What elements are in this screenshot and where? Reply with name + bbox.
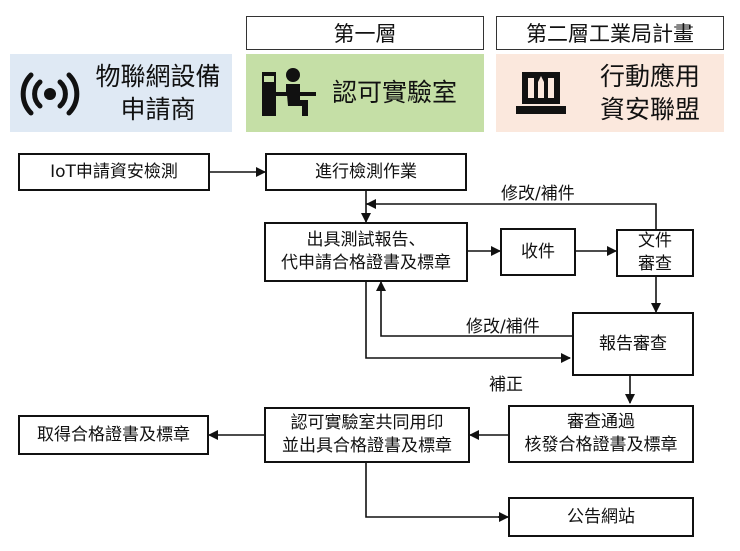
applicant-label: 物聯網設備 申請商: [95, 62, 221, 124]
applicant-panel: 物聯網設備 申請商: [10, 54, 232, 132]
radio-waves-icon: [18, 70, 82, 118]
website-box: 公告網站: [508, 497, 694, 537]
revise-top-label: 修改/補件: [501, 184, 575, 204]
receive-box: 收件: [500, 228, 576, 276]
tier2-header: 第二層工業局計畫: [496, 16, 724, 50]
alliance-panel: 行動應用 資安聯盟: [496, 54, 724, 132]
building-icon: [516, 68, 566, 118]
person-at-desk-icon: [260, 66, 318, 120]
tier1-header: 第一層: [246, 16, 484, 50]
co-seal-box: 認可實驗室共同用印 並出具合格證書及標章: [264, 407, 470, 463]
arrow-supplement: [365, 282, 564, 359]
lab-panel: 認可實驗室: [246, 54, 484, 132]
report-review-box: 報告審查: [572, 312, 694, 376]
alliance-label: 行動應用 資安聯盟: [599, 62, 700, 124]
arrow-revise-mid: [380, 284, 572, 337]
arrow-revise-top: [366, 203, 657, 229]
supplement-label: 補正: [489, 375, 523, 395]
revise-mid-label: 修改/補件: [466, 317, 540, 337]
issue-report-box: 出具測試報告、 代申請合格證書及標章: [264, 222, 468, 282]
arrow-coseal-to-website: [365, 462, 500, 518]
doc-review-box: 文件 審查: [616, 229, 694, 277]
iot-apply-box: IoT申請資安檢測: [18, 153, 210, 191]
approve-box: 審查通過 核發合格證書及標章: [508, 405, 694, 463]
obtain-box: 取得合格證書及標章: [18, 415, 209, 455]
lab-label: 認可實驗室: [332, 78, 458, 107]
perform-test-box: 進行檢測作業: [265, 153, 467, 191]
